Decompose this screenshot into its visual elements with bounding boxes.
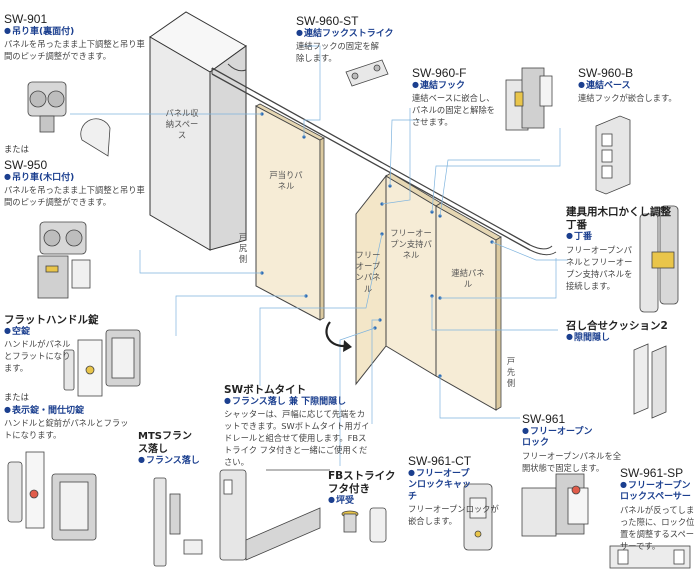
item-cushion: 召し合せクッション2 隙間隠し <box>566 320 668 344</box>
item-sw960b: SW-960-B 連結ベース 連結フックが嵌合します。 <box>578 66 690 104</box>
item-description: 連結フックが嵌合します。 <box>578 93 677 104</box>
sw901-part-drawing <box>27 81 111 157</box>
sw-bottom-tight-part-drawing <box>219 469 330 561</box>
item-code: SW-961 <box>522 412 566 426</box>
connecting-panel-label: 連結パネル <box>451 268 485 290</box>
item-subtitle: 丁番 <box>566 232 638 243</box>
leader-lines <box>70 45 568 466</box>
storage-label: パネル収納スペース <box>165 108 199 141</box>
item-subtitle: 連結ベース <box>578 81 690 92</box>
item-subtitle: フランス落し 兼 下隙間隠し <box>224 397 372 408</box>
free-open-panel-label: フリーオープンパネル <box>355 250 381 294</box>
item-description: 連結ベースに嵌合し、パネルの固定と解除をさせます。 <box>412 93 495 128</box>
door-stop-panel-label: 戸当りパネル <box>269 170 303 192</box>
item-description: シャッターは、戸幅に応じて先端をカットできます。SWボトムタイト用ガイドレールと… <box>224 409 370 468</box>
item-code: SW-961-SP <box>620 466 684 480</box>
free-open-support-label: フリーオープン支持パネル <box>390 228 432 261</box>
cushion-part-drawing <box>633 343 667 419</box>
item-fb-strike: FBストライクフタ付き 坪受 <box>328 470 402 508</box>
item-code: SW-960-F <box>412 66 467 80</box>
item-flat-handle: フラットハンドル錠 空錠 ハンドルがパネルとフラットになります。 <box>4 314 100 374</box>
item-sw960st: SW-960-ST 連結フックストライク 連結フックの固定を解除します。 <box>296 14 400 64</box>
arrow-curve-icon <box>325 321 345 348</box>
item-sw950: SW-950 吊り車(木口付) パネルを吊ったまま上下調整と吊り車間のピッチ調整… <box>4 158 152 208</box>
or-label-2: または <box>4 392 29 402</box>
item-title: 建具用木口かくし調整丁番 <box>566 206 671 232</box>
item-description: パネルを吊ったまま上下調整と吊り車間のピッチ調整ができます。 <box>4 185 145 208</box>
item-subtitle: 連結フックストライク <box>296 29 400 40</box>
item-code: SW-901 <box>4 12 48 26</box>
item-subtitle: 吊り車(裏面付) <box>4 27 152 38</box>
item-description: ハンドルと錠前がパネルとフラットになります。 <box>4 418 129 441</box>
panel-storage-box <box>149 11 247 251</box>
flat-handle-part-drawing <box>63 329 141 397</box>
flat-handle-lock-part-drawing <box>7 451 97 541</box>
item-sw961ct: SW-961-CT フリーオープンロックキャッチ フリーオープンロックが嵌合しま… <box>408 454 504 527</box>
item-subtitle: 連結フック <box>412 81 496 92</box>
item-description: フリーオープンロックが嵌合します。 <box>408 503 499 526</box>
item-code: SW-960-ST <box>296 14 359 28</box>
item-description: パネルを吊ったまま上下調整と吊り車間のピッチ調整ができます。 <box>4 39 145 62</box>
sw961sp-part-drawing <box>609 545 691 569</box>
sw961-part-drawing <box>521 473 589 537</box>
tojiri-label: 戸尻側 <box>238 232 248 265</box>
item-subtitle: 坪受 <box>328 496 402 507</box>
door-stop-panel <box>255 105 321 321</box>
item-sw-bottom-tight: SWボトムタイト フランス落し 兼 下隙間隠し シャッターは、戸幅に応じて先端を… <box>224 384 372 468</box>
item-flat-handle-lock: 表示錠・間仕切錠 ハンドルと錠前がパネルとフラットになります。 <box>4 406 134 441</box>
tosaki-label: 戸先側 <box>506 356 516 389</box>
connecting-panel <box>435 205 497 411</box>
ceiling-rail <box>211 63 557 256</box>
sw950-part-drawing <box>37 221 91 299</box>
item-description: ハンドルがパネルとフラットになります。 <box>4 339 71 374</box>
item-subtitle: フリーオープンロックスペーサー <box>620 481 698 504</box>
sw960f-part-drawing <box>505 67 553 131</box>
item-title: SWボトムタイト <box>224 384 307 396</box>
item-code: SW-961-CT <box>408 454 472 468</box>
item-sw961: SW-961 フリーオープンロック フリーオープンパネルを全開状態で固定します。 <box>522 412 622 474</box>
item-subtitle: 表示錠・間仕切錠 <box>4 406 134 417</box>
free-open-support-panel <box>385 175 437 377</box>
item-sw960f: SW-960-F 連結フック 連結ベースに嵌合し、パネルの固定と解除をさせます。 <box>412 66 496 128</box>
sw960b-part-drawing <box>595 115 631 195</box>
item-code: SW-950 <box>4 158 48 172</box>
item-title: MTSフランス落し <box>138 431 192 455</box>
item-subtitle: 空錠 <box>4 327 100 338</box>
mts-part-drawing <box>153 477 203 567</box>
item-subtitle: フランス落し <box>138 456 212 467</box>
fb-strike-part-drawing <box>341 507 387 543</box>
hinge-part-drawing <box>639 205 679 313</box>
item-subtitle: 隙間隠し <box>566 333 668 344</box>
item-subtitle: フリーオープンロック <box>522 427 596 450</box>
item-mts: MTSフランス落し フランス落し <box>138 430 212 467</box>
item-title: FBストライクフタ付き <box>328 470 396 496</box>
item-title: フラットハンドル錠 <box>4 314 99 326</box>
sw960st-part-drawing <box>345 59 389 87</box>
item-description: フリーオープンパネルとフリーオープン支持パネルを接続します。 <box>566 244 633 291</box>
item-subtitle: 吊り車(木口付) <box>4 173 152 184</box>
item-description: フリーオープンパネルを全開状態で固定します。 <box>522 450 622 473</box>
item-title: 召し合せクッション2 <box>566 320 668 332</box>
item-description: 連結フックの固定を解除します。 <box>296 41 379 64</box>
item-code: SW-960-B <box>578 66 634 80</box>
item-subtitle: フリーオープンロックキャッチ <box>408 469 478 503</box>
item-hinge: 建具用木口かくし調整丁番 丁番 フリーオープンパネルとフリーオープン支持パネルを… <box>566 206 671 292</box>
item-sw901: SW-901 吊り車(裏面付) パネルを吊ったまま上下調整と吊り車間のピッチ調整… <box>4 12 152 62</box>
item-description: パネルが反ってしまった際に、ロック位置を調整するスペーサーです。 <box>620 504 695 551</box>
item-sw961sp: SW-961-SP フリーオープンロックスペーサー パネルが反ってしまった際に、… <box>620 466 698 552</box>
or-label-1: または <box>4 144 29 154</box>
